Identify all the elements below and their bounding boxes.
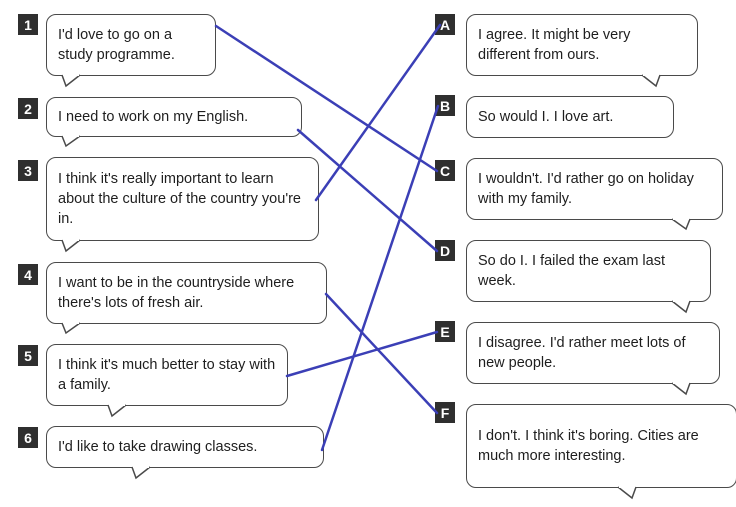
statement-4-bubble[interactable]: I want to be in the countryside where th… [46, 262, 327, 324]
response-e-text: I disagree. I'd rather meet lots of new … [478, 335, 686, 371]
statement-4-text: I want to be in the countryside where th… [58, 275, 295, 311]
response-a-text: I agree. It might be very different from… [478, 27, 631, 63]
badge-f: F [435, 402, 455, 423]
tail-3 [61, 239, 81, 253]
badge-2: 2 [18, 98, 38, 119]
statement-5-text: I think it's much better to stay with a … [58, 357, 276, 393]
statement-6-text: I'd like to take drawing classes. [58, 439, 258, 455]
tail-a [641, 74, 661, 88]
match-line-5-e [285, 330, 439, 378]
tail-2 [61, 135, 81, 148]
response-b-bubble[interactable]: So would I. I love art. [466, 96, 674, 138]
statement-1-bubble[interactable]: I'd love to go on a study programme. [46, 14, 216, 76]
tail-5 [107, 404, 127, 418]
statement-2-text: I need to work on my English. [58, 109, 249, 125]
response-e-bubble[interactable]: I disagree. I'd rather meet lots of new … [466, 322, 720, 384]
badge-5: 5 [18, 345, 38, 366]
statement-6-bubble[interactable]: I'd like to take drawing classes. [46, 426, 324, 468]
badge-6: 6 [18, 427, 38, 448]
badge-e: E [435, 321, 455, 342]
statement-3-bubble[interactable]: I think it's really important to learn a… [46, 157, 319, 241]
response-d-bubble[interactable]: So do I. I failed the exam last week. [466, 240, 711, 302]
badge-d: D [435, 240, 455, 261]
badge-b: B [435, 95, 455, 116]
tail-4 [61, 322, 81, 335]
response-c-text: I wouldn't. I'd rather go on holiday wit… [478, 171, 694, 207]
match-line-6-b [320, 104, 440, 452]
response-c-bubble[interactable]: I wouldn't. I'd rather go on holiday wit… [466, 158, 723, 220]
response-a-bubble[interactable]: I agree. It might be very different from… [466, 14, 698, 76]
tail-e [671, 382, 691, 396]
match-line-3-a [314, 23, 442, 202]
badge-1: 1 [18, 14, 38, 35]
statement-5-bubble[interactable]: I think it's much better to stay with a … [46, 344, 288, 406]
tail-f [617, 486, 637, 500]
tail-6 [131, 466, 151, 480]
badge-3: 3 [18, 160, 38, 181]
response-d-text: So do I. I failed the exam last week. [478, 253, 665, 289]
badge-c: C [435, 160, 455, 181]
badge-4: 4 [18, 264, 38, 285]
statement-3-text: I think it's really important to learn a… [58, 171, 301, 227]
tail-1 [61, 74, 81, 88]
statement-1-text: I'd love to go on a study programme. [58, 27, 175, 63]
statement-2-bubble[interactable]: I need to work on my English. [46, 97, 302, 137]
tail-d [671, 300, 691, 314]
badge-a: A [435, 14, 455, 35]
response-f-bubble[interactable]: I don't. I think it's boring. Cities are… [466, 404, 736, 488]
response-b-text: So would I. I love art. [478, 109, 614, 125]
tail-c [671, 218, 691, 231]
response-f-text: I don't. I think it's boring. Cities are… [478, 428, 699, 464]
match-line-4-f [324, 292, 439, 415]
